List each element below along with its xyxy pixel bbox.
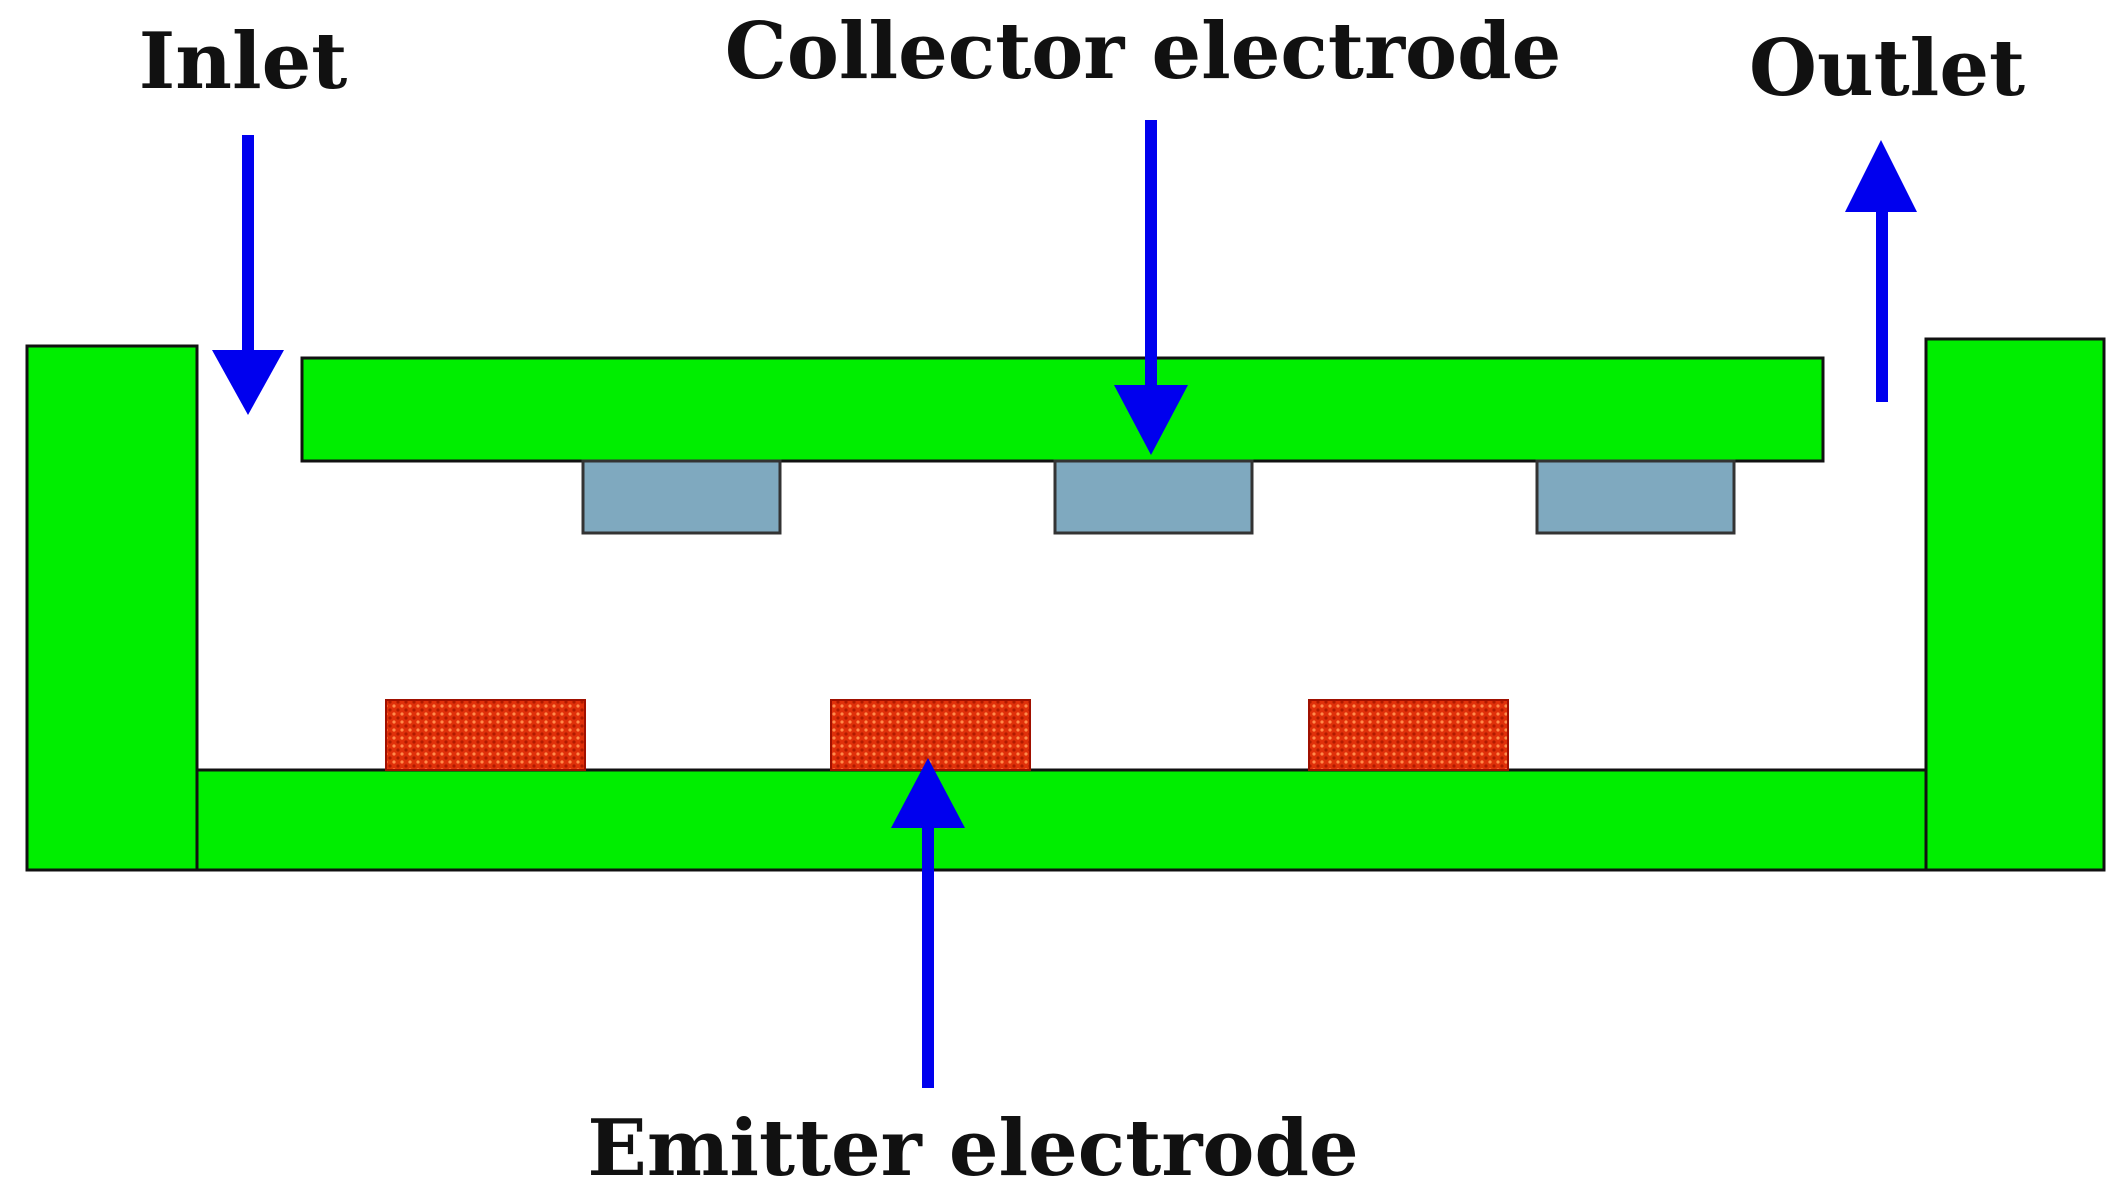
bottom-substrate: [195, 768, 1928, 872]
emitter-pad: [385, 699, 586, 771]
left-wall: [25, 344, 199, 872]
emitter-label: Emitter electrode: [587, 1103, 1358, 1194]
inlet-arrow-icon: [212, 135, 284, 415]
emitter-arrow-icon: [891, 758, 965, 1088]
collector-pad: [1535, 459, 1736, 535]
collector-arrow-icon: [1114, 120, 1188, 455]
collector-label: Collector electrode: [725, 6, 1561, 97]
collector-pad: [581, 459, 782, 535]
outlet-label: Outlet: [1749, 23, 2025, 114]
outlet-arrow-icon: [1845, 140, 1917, 402]
top-plate: [300, 356, 1825, 463]
inlet-label: Inlet: [139, 16, 347, 107]
right-wall: [1924, 337, 2106, 872]
emitter-pad: [1308, 699, 1509, 771]
emitter-pad: [830, 699, 1031, 771]
collector-pad: [1053, 459, 1254, 535]
